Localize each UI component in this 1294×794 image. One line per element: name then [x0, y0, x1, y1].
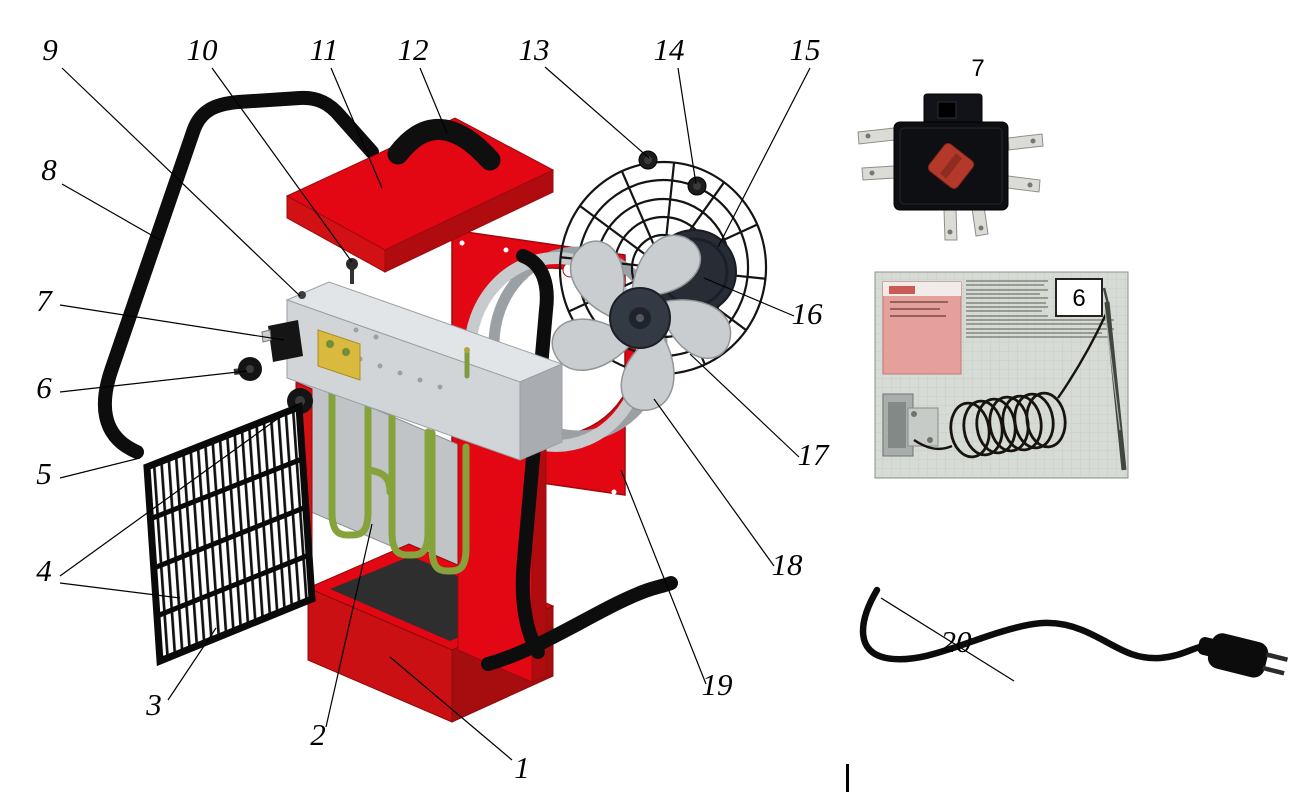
top-cover — [285, 117, 555, 273]
thermostat-body — [882, 393, 939, 457]
top-screw — [346, 258, 358, 284]
thermostat-photo: 6 — [874, 271, 1129, 479]
callout-leaders — [59, 66, 1015, 761]
thermostat-photo-label: 6 — [1072, 285, 1085, 312]
callout-9-leader — [61, 67, 301, 297]
capillary-coil — [913, 313, 1108, 459]
callout-10-leader — [211, 67, 353, 263]
knob-small — [233, 357, 262, 381]
callout-1: 1 — [514, 750, 530, 785]
power-cord — [859, 586, 1289, 678]
callout-4-leader — [59, 403, 299, 577]
callout-5-leader — [59, 457, 141, 479]
callout-2: 2 — [310, 717, 326, 752]
callout-11-leader — [330, 67, 383, 189]
callout-15-leader — [717, 67, 811, 248]
spec-text-block — [966, 280, 1114, 338]
switch-photo-label: 7 — [971, 55, 984, 82]
callout-16: 16 — [792, 296, 824, 331]
callout-16-leader — [703, 277, 795, 317]
callout-6: 6 — [36, 370, 52, 405]
guard-nut-a — [638, 150, 658, 170]
callout-9: 9 — [42, 32, 58, 67]
callout-20-leader — [880, 597, 1015, 682]
callout-8: 8 — [41, 152, 57, 187]
plug — [1197, 633, 1289, 678]
thermal-switch — [261, 320, 303, 362]
callout-2-leader — [325, 523, 373, 728]
inlet-grille — [143, 401, 316, 667]
callout-13: 13 — [519, 32, 550, 67]
callout-6-leader — [59, 370, 248, 393]
corner-bolt — [298, 291, 306, 299]
callout-14: 14 — [654, 32, 685, 67]
inset-label-box — [1055, 278, 1103, 317]
callout-20: 20 — [941, 624, 973, 659]
switch-knob — [927, 143, 975, 189]
fan-impeller — [551, 234, 732, 412]
callout-1-leader — [389, 656, 513, 761]
green-stud — [464, 347, 470, 379]
callout-labels: 1 2 3 4 5 6 7 8 9 10 11 12 13 14 15 16 1… — [36, 32, 972, 785]
rear-handle-tube-bottom — [481, 576, 678, 671]
callout-3-leader — [167, 627, 217, 701]
callout-13-leader — [544, 66, 650, 159]
callout-17: 17 — [798, 437, 831, 472]
callout-18: 18 — [772, 547, 804, 582]
callout-4: 4 — [36, 553, 52, 588]
heating-elements — [328, 387, 470, 575]
stray-mark — [846, 764, 849, 792]
guard-nut-b — [687, 176, 707, 196]
callout-17-leader — [689, 353, 800, 458]
callout-12: 12 — [398, 32, 429, 67]
callout-14-leader — [677, 67, 697, 185]
pink-box — [882, 281, 962, 375]
callout-12-leader — [419, 67, 448, 134]
callout-3: 3 — [145, 687, 162, 722]
callout-7-leader — [59, 304, 285, 341]
callout-18-leader — [653, 398, 775, 567]
callout-4-leader-b — [59, 582, 181, 599]
callout-5: 5 — [36, 456, 52, 491]
callout-19: 19 — [702, 667, 733, 702]
carry-handle-tube — [97, 90, 379, 459]
callout-11: 11 — [310, 32, 339, 67]
callout-10: 10 — [187, 32, 219, 67]
callout-19-leader — [620, 469, 707, 685]
switch-photo: 7 — [857, 55, 1044, 241]
handle-grip — [387, 119, 501, 171]
callout-15: 15 — [790, 32, 821, 67]
pen — [1102, 287, 1127, 471]
callout-8-leader — [61, 183, 161, 241]
callout-7: 7 — [36, 283, 53, 318]
rear-handle-tube-vertical — [515, 249, 554, 659]
